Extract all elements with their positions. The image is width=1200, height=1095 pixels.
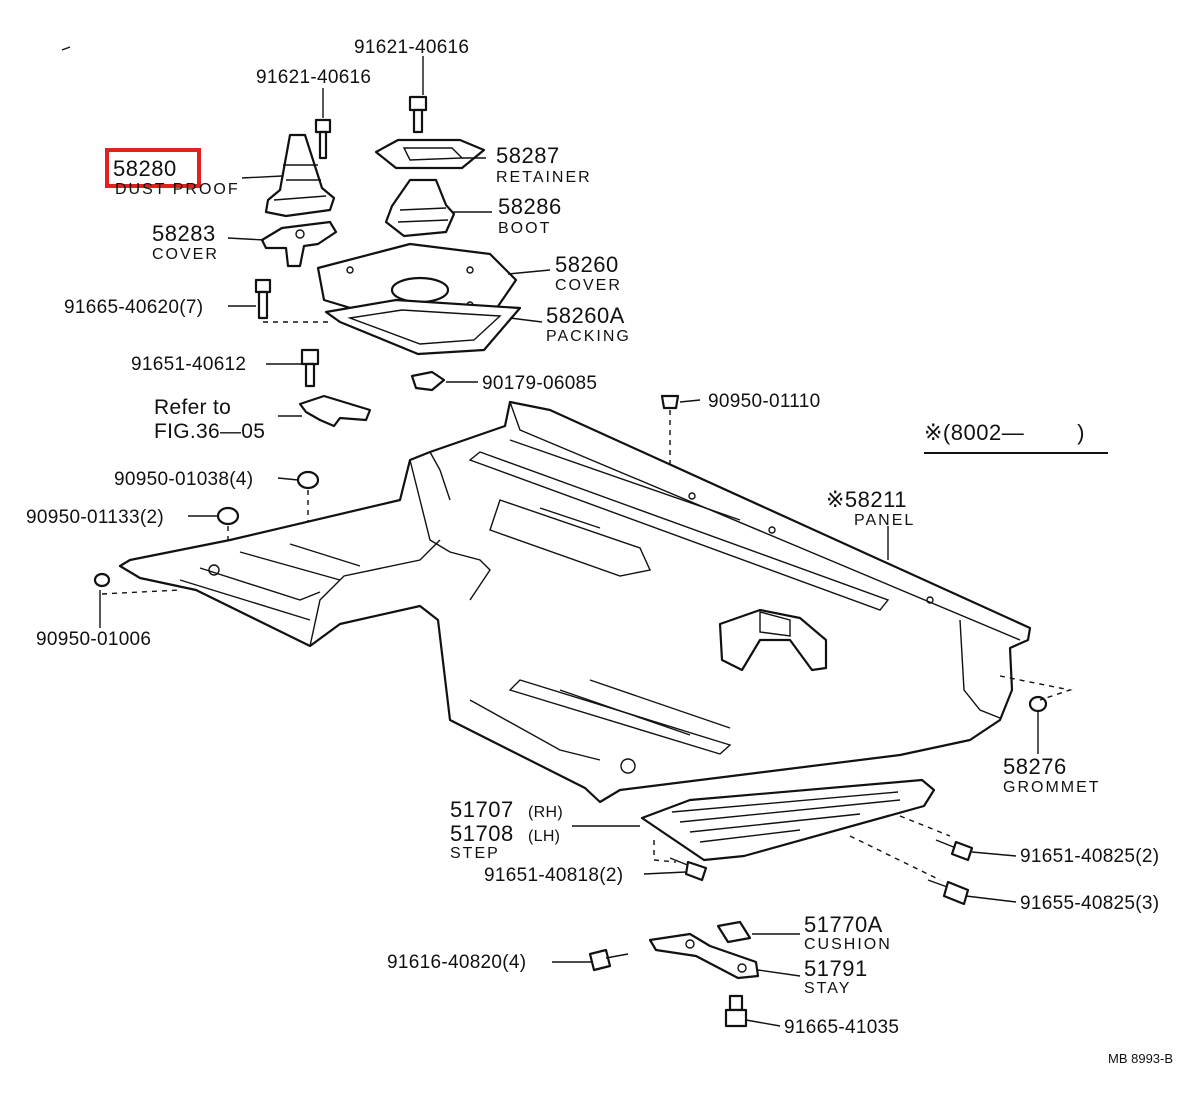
desc-58211: PANEL xyxy=(854,512,915,529)
fastener-f10[interactable]: 91651-40825(2) xyxy=(1020,846,1159,867)
dust-proof-drawing[interactable] xyxy=(264,133,336,218)
number-51707: 51707 xyxy=(450,797,514,822)
fastener-f12[interactable]: 91655-40825(3) xyxy=(1020,893,1159,914)
cover-58283-drawing[interactable] xyxy=(260,220,338,268)
plug-90950-01006-drawing[interactable] xyxy=(93,572,111,588)
number-51791: 51791 xyxy=(804,956,868,981)
label-51707[interactable]: 51707 (RH) xyxy=(450,797,563,822)
suffix-51707: (RH) xyxy=(528,804,563,821)
fastener-f1[interactable]: 91621-40616 xyxy=(354,37,469,58)
bolt-91665-40620-drawing[interactable] xyxy=(254,278,272,320)
plug-90950-01110-drawing[interactable] xyxy=(660,394,680,410)
label-58287[interactable]: 58287 RETAINER xyxy=(496,143,592,186)
packing-drawing[interactable] xyxy=(324,298,522,356)
stay-drawing[interactable] xyxy=(648,932,760,980)
dash-step-2 xyxy=(849,835,941,881)
number-58287: 58287 xyxy=(496,143,560,168)
fastener-f6[interactable]: 90950-01110 xyxy=(708,391,820,412)
fastener-f9[interactable]: 90950-01006 xyxy=(36,629,151,650)
desc-51708: STEP xyxy=(450,845,500,862)
fastener-labels: 91621-40616 91621-40616 91665-40620(7) 9… xyxy=(26,37,1159,1038)
retainer-drawing[interactable] xyxy=(374,138,486,170)
label-51791[interactable]: 51791 STAY xyxy=(804,956,868,997)
fastener-f7[interactable]: 90950-01038(4) xyxy=(114,469,253,490)
fastener-f4[interactable]: 91651-40612 xyxy=(131,354,246,375)
desc-58286: BOOT xyxy=(498,220,551,237)
bolt-91621-left-drawing[interactable] xyxy=(314,118,332,160)
refer-line-1: Refer to xyxy=(154,396,231,419)
desc-58260a: PACKING xyxy=(546,328,631,345)
bracket-drawing[interactable] xyxy=(298,394,372,428)
number-58260a: 58260A xyxy=(546,303,625,328)
desc-51791: STAY xyxy=(804,980,851,997)
number-58276: 58276 xyxy=(1003,754,1067,779)
fastener-f5[interactable]: 90179-06085 xyxy=(482,373,597,394)
number-58286: 58286 xyxy=(498,194,562,219)
step-drawing[interactable] xyxy=(640,778,936,862)
highlight-box xyxy=(105,148,201,188)
fastener-f14[interactable]: 91665-41035 xyxy=(784,1017,899,1038)
fastener-f3[interactable]: 91665-40620(7) xyxy=(64,297,203,318)
dash-grommet xyxy=(999,675,1073,701)
dash-plug-01006 xyxy=(101,589,181,595)
refer-line-2: FIG.36—05 xyxy=(154,420,265,443)
fastener-f8[interactable]: 90950-01133(2) xyxy=(26,507,164,528)
dash-step-3 xyxy=(653,840,677,863)
desc-58287: RETAINER xyxy=(496,169,592,186)
fastener-f2[interactable]: 91621-40616 xyxy=(256,67,371,88)
label-58280[interactable]: 58280 DUST PROOF xyxy=(113,156,240,198)
serial-note-text: ※(8002— ) xyxy=(924,420,1085,445)
number-51708: 51708 xyxy=(450,821,514,846)
grommet-drawing[interactable] xyxy=(1028,695,1048,713)
fastener-f11[interactable]: 91651-40818(2) xyxy=(484,865,623,886)
desc-58260: COVER xyxy=(555,277,622,294)
label-58260a[interactable]: 58260A PACKING xyxy=(546,303,631,345)
suffix-51708: (LH) xyxy=(528,828,560,845)
bolt-91651-40612-drawing[interactable] xyxy=(300,348,320,388)
number-58283: 58283 xyxy=(152,221,216,246)
number-58211: ※58211 xyxy=(826,487,907,512)
number-58280: 58280 xyxy=(113,156,177,181)
bolt-91616-40820-drawing[interactable] xyxy=(588,948,629,972)
fastener-f13[interactable]: 91616-40820(4) xyxy=(387,952,526,973)
refer-to-fig[interactable]: Refer to FIG.36—05 xyxy=(154,396,265,443)
desc-58276: GROMMET xyxy=(1003,779,1101,796)
label-51708[interactable]: 51708 (LH) STEP xyxy=(450,821,560,862)
label-51770a[interactable]: 51770A CUSHION xyxy=(804,912,892,953)
stray-mark xyxy=(61,46,71,51)
bolt-91651-40825-drawing[interactable] xyxy=(935,839,974,862)
panel-drawing[interactable] xyxy=(118,400,1032,804)
dash-step xyxy=(899,815,951,837)
nut-90179-drawing[interactable] xyxy=(410,370,446,392)
drawing-code: MB 8993-B xyxy=(1108,1051,1173,1066)
drawing-code-text: MB 8993-B xyxy=(1108,1051,1173,1066)
number-58260: 58260 xyxy=(555,252,619,277)
plug-90950-01038-drawing[interactable] xyxy=(296,470,320,490)
boot-drawing[interactable] xyxy=(384,178,456,238)
label-58260[interactable]: 58260 COVER xyxy=(555,252,622,294)
plug-90950-01133-drawing[interactable] xyxy=(216,506,240,526)
bolt-91621-right-drawing[interactable] xyxy=(408,95,428,134)
label-58286[interactable]: 58286 BOOT xyxy=(498,194,562,237)
number-51770a: 51770A xyxy=(804,912,883,937)
desc-58280: DUST PROOF xyxy=(115,181,240,198)
bolt-91655-40825-drawing[interactable] xyxy=(927,879,970,906)
label-58283[interactable]: 58283 COVER xyxy=(152,221,219,263)
desc-51770a: CUSHION xyxy=(804,936,892,953)
label-58276[interactable]: 58276 GROMMET xyxy=(1003,754,1101,796)
label-58211[interactable]: ※58211 PANEL xyxy=(826,487,915,529)
bolt-91665-41035-drawing[interactable] xyxy=(724,994,748,1028)
leader-lines xyxy=(99,56,1108,1027)
cushion-drawing[interactable] xyxy=(716,920,752,944)
desc-58283: COVER xyxy=(152,246,219,263)
serial-note: ※(8002— ) xyxy=(924,420,1085,445)
bolt-91651-40818-drawing[interactable] xyxy=(669,857,708,882)
